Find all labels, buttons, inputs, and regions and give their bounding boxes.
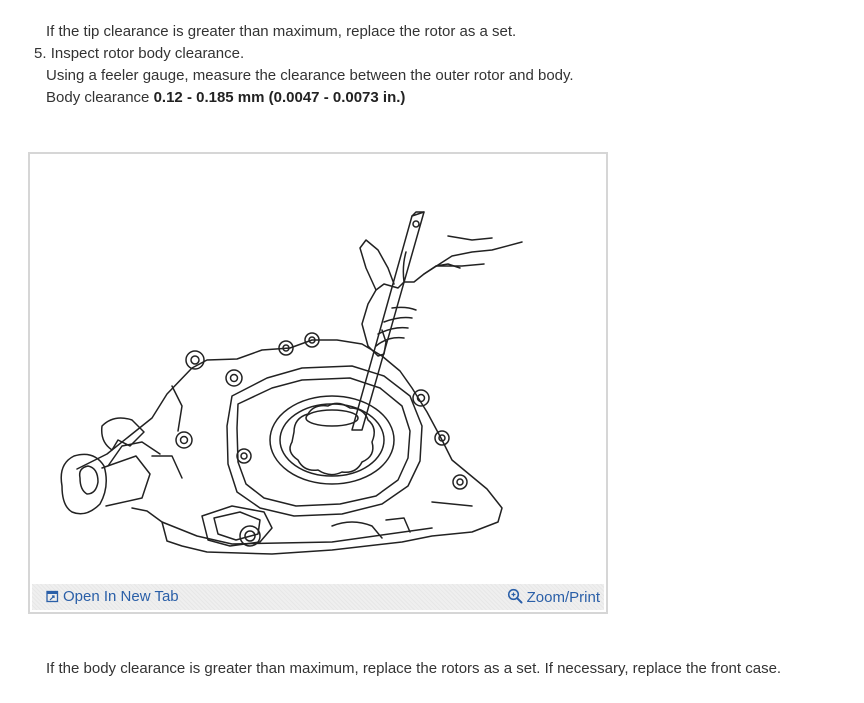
step-title: Inspect rotor body clearance.	[50, 45, 245, 62]
spec-label: Body clearance	[46, 89, 150, 106]
zoom-print-link[interactable]: Zoom/Print	[507, 588, 600, 607]
oil-pump-feeler-gauge-illustration	[60, 211, 523, 555]
open-new-tab-icon	[46, 590, 59, 603]
illustration-figure: Open In New Tab Zoom/Print	[28, 152, 608, 614]
body-clearance-note: If the body clearance is greater than ma…	[46, 660, 782, 677]
open-in-new-tab-link[interactable]: Open In New Tab	[46, 588, 179, 606]
figure-toolbar: Open In New Tab Zoom/Print	[32, 584, 604, 610]
body-clearance-spec: Body clearance 0.12 - 0.185 mm (0.0047 -…	[46, 88, 405, 108]
step-5-heading: 5. Inspect rotor body clearance.	[34, 44, 244, 64]
magnifier-icon	[507, 588, 523, 604]
measure-instruction: Using a feeler gauge, measure the cleara…	[46, 67, 574, 84]
tip-clearance-note: If the tip clearance is greater than max…	[46, 23, 517, 40]
spec-value: 0.12 - 0.185 mm (0.0047 - 0.0073 in.)	[153, 89, 406, 106]
step-number: 5.	[34, 45, 47, 62]
